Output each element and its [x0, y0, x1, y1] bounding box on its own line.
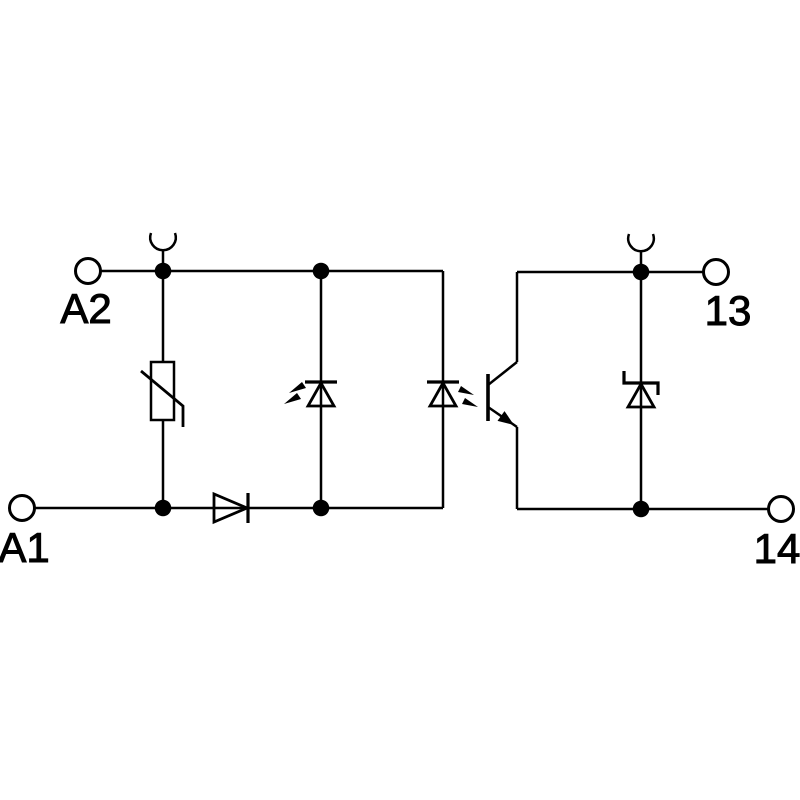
junction-dot: [312, 499, 330, 517]
suppressor-zener-diode-icon: [622, 371, 660, 409]
junction-dot: [154, 499, 172, 517]
zener-triangle: [625, 381, 657, 409]
terminal-circle-a2: [74, 257, 102, 285]
terminal-a2: A2: [60, 257, 112, 333]
led-emission-arrow: [284, 393, 301, 404]
terminal-circle-13: [702, 258, 730, 286]
led-emission-arrow: [458, 386, 474, 395]
output-section: 13 14: [515, 233, 800, 573]
transistor-collector: [487, 361, 518, 386]
led-emission-arrow: [289, 382, 306, 393]
phototransistor-icon: [486, 361, 518, 429]
terminal-13: 13: [702, 258, 752, 335]
led-emission-arrow: [462, 398, 478, 407]
junction-dot: [632, 263, 650, 281]
varistor-diagonal: [140, 369, 185, 427]
led-triangle: [305, 380, 337, 408]
terminal-label-13: 13: [705, 287, 752, 334]
led-triangle: [427, 380, 459, 408]
varistor-icon: [140, 360, 185, 427]
optocoupler: [427, 361, 518, 429]
input-section: A2 A1: [0, 232, 445, 572]
terminal-label-a1: A1: [0, 524, 50, 571]
terminal-circle-a1: [8, 494, 36, 522]
terminal-a1: A1: [0, 494, 50, 572]
status-led-icon: [284, 380, 337, 408]
optocoupler-led-icon: [427, 380, 478, 408]
terminal-14: 14: [753, 495, 800, 573]
terminal-label-14: 14: [754, 525, 800, 572]
series-diode-icon: [212, 491, 251, 525]
transistor-emitter-arrow: [497, 411, 514, 425]
junction-dot: [154, 262, 172, 280]
junction-dot: [312, 262, 330, 280]
terminal-circle-14: [767, 495, 795, 523]
varistor-body: [149, 360, 176, 422]
diode-triangle: [212, 491, 251, 525]
junction-dot: [632, 500, 650, 518]
schematic-lines: A2 A1: [0, 232, 800, 573]
terminal-label-a2: A2: [60, 285, 111, 332]
